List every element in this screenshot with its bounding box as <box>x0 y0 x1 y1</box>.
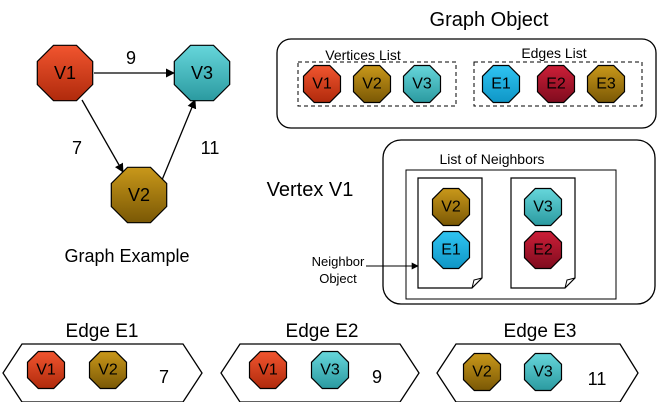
edge-weight-v2-v3: 11 <box>201 138 220 158</box>
edge-e3-vertex-b: V3 <box>523 352 563 392</box>
edge-e3-vertex-b-octagon <box>523 352 563 392</box>
edges-list-label: Edges List <box>521 45 586 61</box>
edges-list-item-e2: E2 <box>536 64 576 104</box>
graph-object-title: Graph Object <box>430 9 549 31</box>
edge-e1-vertex-a: V1 <box>26 350 66 390</box>
edges-list-item-e2-label: E2 <box>546 76 566 93</box>
neighbor-object-label-line2: Object <box>319 271 357 286</box>
edge-e3-vertex-a: V2 <box>462 352 502 392</box>
graph-node-v1-label: V1 <box>54 63 76 83</box>
edge-e3-weight: 11 <box>588 369 607 389</box>
edge-weight-v1-v2: 7 <box>72 138 82 158</box>
graph-node-v3: V3 <box>173 44 231 102</box>
edge-arrow-v1-v2 <box>81 99 124 173</box>
neighbor-2-vertex-label: V3 <box>533 199 553 216</box>
neighbor-2-vertex-v3: V3 <box>523 187 563 227</box>
graph-object-box <box>276 38 657 129</box>
graph-node-v2-label: V2 <box>128 185 150 205</box>
graph-node-v1-octagon <box>36 44 94 102</box>
edge-e2-panel: Edge E2 V1 V3 9 <box>220 321 420 403</box>
edge-e1-title: Edge E1 <box>66 321 139 342</box>
neighbor-1-edge-label: E1 <box>441 242 461 259</box>
neighbor-2-edge-label: E2 <box>533 242 553 259</box>
edge-e2-vertex-b: V3 <box>310 350 350 390</box>
edge-arrow-v2-v3 <box>161 99 197 181</box>
edge-e3-vertex-b-label: V3 <box>533 364 553 381</box>
graph-example-caption: Graph Example <box>64 246 189 266</box>
edge-e1-weight: 7 <box>159 367 169 387</box>
neighbor-object-card-2-fold <box>564 277 576 289</box>
neighbor-1-vertex-v2: V2 <box>431 187 471 227</box>
vertices-list-item-v3: V3 <box>402 64 442 104</box>
edge-e1-vertex-b: V2 <box>88 350 128 390</box>
neighbor-2-vertex-v3-octagon <box>523 187 563 227</box>
edge-e2-title: Edge E2 <box>286 321 359 342</box>
edge-e3-title: Edge E3 <box>504 321 577 342</box>
vertices-list-item-v2: V2 <box>352 64 392 104</box>
vertex-v1-panel: Vertex V1 List of Neighbors V2 E1 V3 E2 … <box>267 139 656 305</box>
vertices-list-item-v1-octagon <box>302 64 342 104</box>
graph-example: 9 7 11 V1 V3 V2 Graph Example <box>36 44 231 266</box>
edge-e2-vertex-a-octagon <box>248 350 288 390</box>
edges-list-box <box>473 61 643 107</box>
edges-list-item-e1-octagon <box>481 64 521 104</box>
edges-list-item-e1: E1 <box>481 64 521 104</box>
vertex-v1-title: Vertex V1 <box>267 179 354 201</box>
edge-e1-vertex-b-octagon <box>88 350 128 390</box>
vertices-list-item-v1: V1 <box>302 64 342 104</box>
graph-node-v1: V1 <box>36 44 94 102</box>
edge-e1-vertex-b-label: V2 <box>98 362 118 379</box>
vertices-list-item-v3-label: V3 <box>412 76 432 93</box>
edge-e3-vertex-a-label: V2 <box>472 364 492 381</box>
graph-node-v3-label: V3 <box>191 63 213 83</box>
graph-object: Graph Object Vertices List V1 V2 V3 Edge… <box>276 9 657 129</box>
neighbor-2-edge-e2-octagon <box>523 230 563 270</box>
neighbor-object-label-line1: Neighbor <box>312 254 365 269</box>
graph-node-v2: V2 <box>110 166 168 224</box>
edge-e1-vertex-a-label: V1 <box>36 362 56 379</box>
neighbor-object-card-1-fold <box>471 277 483 289</box>
edges-list-item-e2-octagon <box>536 64 576 104</box>
edge-e3-panel: Edge E3 V2 V3 11 <box>436 321 639 403</box>
edge-e3-vertex-a-octagon <box>462 352 502 392</box>
edge-e1-panel: Edge E1 V1 V2 7 <box>2 321 203 403</box>
neighbors-list-label: List of Neighbors <box>439 151 544 167</box>
edge-weight-v1-v3: 9 <box>126 48 136 68</box>
edge-e2-vertex-a-label: V1 <box>258 362 278 379</box>
edge-e2-vertex-a: V1 <box>248 350 288 390</box>
neighbor-1-edge-e1: E1 <box>431 230 471 270</box>
vertices-list-item-v2-label: V2 <box>362 76 382 93</box>
vertices-list-box <box>297 61 457 107</box>
edge-e2-weight: 9 <box>372 367 382 387</box>
edges-list-item-e3-octagon <box>586 64 626 104</box>
graph-node-v2-octagon <box>110 166 168 224</box>
neighbor-1-vertex-v2-octagon <box>431 187 471 227</box>
edges-list-item-e3-label: E3 <box>596 76 616 93</box>
graph-node-v3-octagon <box>173 44 231 102</box>
vertices-list-item-v3-octagon <box>402 64 442 104</box>
edge-e1-vertex-a-octagon <box>26 350 66 390</box>
neighbor-1-vertex-label: V2 <box>441 199 461 216</box>
vertices-list-item-v1-label: V1 <box>312 76 332 93</box>
vertices-list-item-v2-octagon <box>352 64 392 104</box>
edges-list-item-e3: E3 <box>586 64 626 104</box>
vertices-list-label: Vertices List <box>325 47 401 63</box>
edge-e2-vertex-b-octagon <box>310 350 350 390</box>
neighbor-2-edge-e2: E2 <box>523 230 563 270</box>
edge-e2-vertex-b-label: V3 <box>320 362 340 379</box>
neighbor-1-edge-e1-octagon <box>431 230 471 270</box>
edges-list-item-e1-label: E1 <box>491 76 511 93</box>
